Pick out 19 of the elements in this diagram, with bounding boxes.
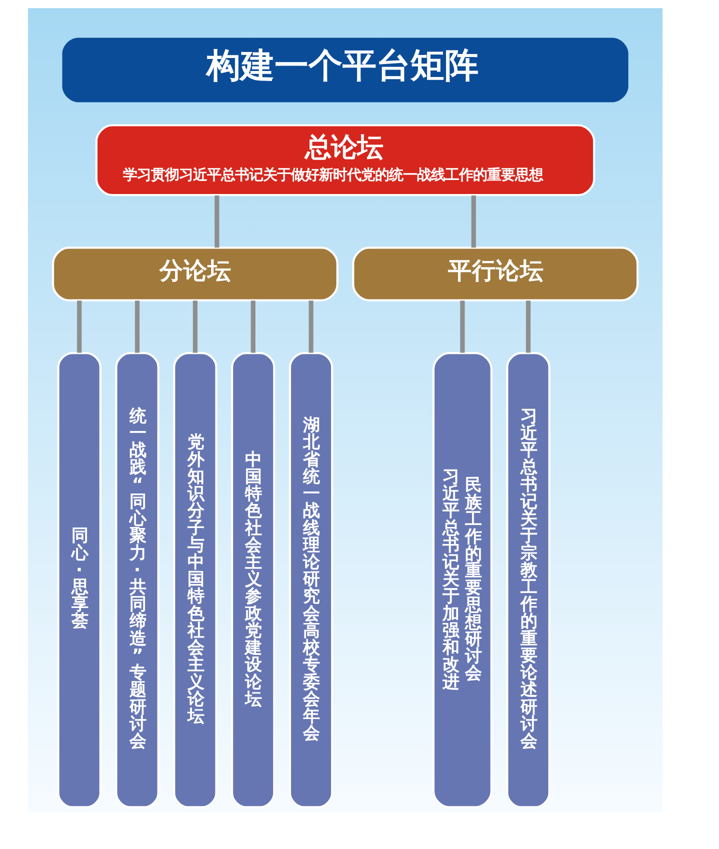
connector bbox=[308, 300, 314, 353]
node-box: 党外知识分子与中国特色社会主义论坛 bbox=[173, 352, 218, 808]
node-box: 统一战践“同心聚力·共同缔造”专题研讨会 bbox=[115, 352, 160, 808]
connector bbox=[460, 300, 465, 353]
node-box: 湖北省统一战线理论研究会高校专委会年会 bbox=[288, 352, 334, 808]
node-box: 同心·思享荟 bbox=[57, 352, 102, 808]
node-box: 总论坛 学习贯彻习近平总书记关于做好新时代党的统一战线工作的重要思想 bbox=[95, 124, 596, 196]
connector bbox=[250, 300, 256, 353]
connector bbox=[134, 300, 140, 353]
diagram-title: 构建一个平台矩阵 bbox=[206, 46, 478, 86]
node-box: 分论坛 bbox=[52, 246, 338, 302]
connector bbox=[214, 196, 220, 248]
connector bbox=[192, 300, 198, 353]
node-box: 平行论坛 bbox=[352, 246, 639, 302]
connector bbox=[77, 300, 82, 353]
node-box: 习近平总书记关于宗教工作的重要论述研讨会 bbox=[506, 352, 550, 808]
node-box: 中国特色社会主义参政党建设论坛 bbox=[231, 352, 276, 808]
connector bbox=[526, 300, 531, 353]
connector bbox=[471, 196, 476, 248]
